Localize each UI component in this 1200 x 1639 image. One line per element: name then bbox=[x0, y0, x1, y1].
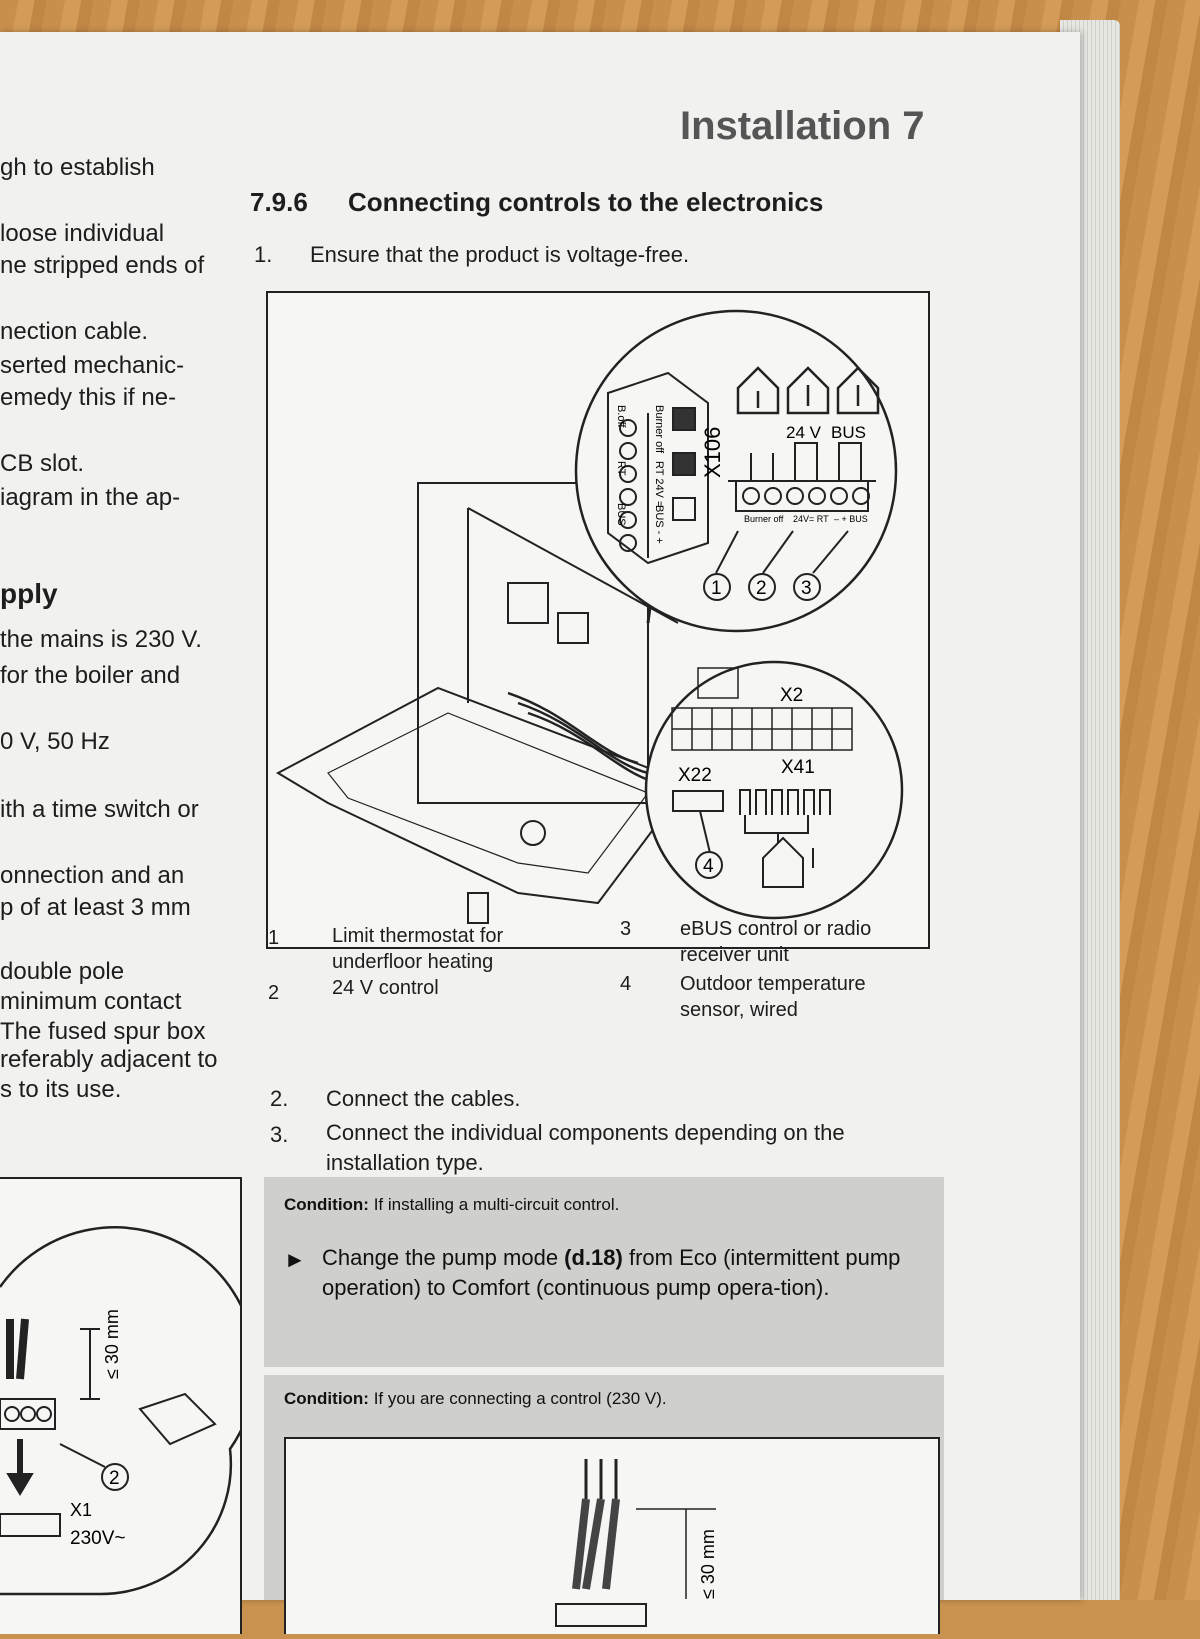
left-line: ith a time switch or bbox=[0, 796, 199, 823]
left-line: emedy this if ne- bbox=[0, 384, 177, 411]
condition-action: Change the pump mode (d.18) from Eco (in… bbox=[322, 1243, 922, 1303]
terminal-small-label: Burner off bbox=[744, 514, 784, 524]
section-title: Connecting controls to the electronics bbox=[348, 187, 824, 217]
left-line: 0 V, 50 Hz bbox=[0, 728, 110, 755]
condition-text: If installing a multi-circuit control. bbox=[368, 1195, 620, 1214]
left-line: s to its use. bbox=[0, 1076, 122, 1103]
dimension-label: ≤ 30 mm bbox=[102, 1309, 122, 1379]
action-text: Change the pump mode bbox=[322, 1245, 565, 1270]
voltage-label: 230V~ bbox=[70, 1528, 125, 1549]
legend-text: eBUS control or radio receiver unit bbox=[680, 918, 872, 966]
left-line: referably adjacent to bbox=[0, 1046, 218, 1073]
wiring-diagram: B.off RT BUS Burner off RT 24V = BUS - +… bbox=[275, 309, 904, 924]
left-line: gh to establish bbox=[0, 154, 155, 181]
label-24v: 24 V bbox=[786, 423, 822, 442]
callout-circle bbox=[793, 573, 821, 601]
manual-page: Installation 7 7.9.6 Connecting controls… bbox=[0, 32, 1080, 1634]
callout-circle bbox=[748, 573, 776, 601]
terminal-small-label: – + BUS bbox=[834, 514, 868, 524]
step-number: 2. bbox=[270, 1086, 289, 1111]
left-line: nection cable. bbox=[0, 318, 149, 345]
step-number: 1. bbox=[254, 242, 273, 267]
legend-text: Outdoor temperature sensor, wired bbox=[680, 973, 866, 1021]
legend-number: 3 bbox=[620, 918, 632, 940]
callout-circle bbox=[101, 1463, 129, 1491]
label-x41: X41 bbox=[781, 757, 815, 778]
left-line: minimum contact bbox=[0, 988, 182, 1015]
terminal-block bbox=[715, 442, 876, 574]
condition-label: Condition: bbox=[284, 1195, 369, 1214]
house-icons bbox=[736, 366, 880, 415]
section-number: 7.9.6 bbox=[250, 187, 308, 217]
step-text: Connect the individual components depend… bbox=[326, 1120, 845, 1175]
action-text: from Eco (intermittent pump operation) t… bbox=[322, 1245, 901, 1300]
left-line: for the boiler and bbox=[0, 662, 181, 689]
callout-1: 1 bbox=[711, 578, 722, 599]
cable-diagram: ≤ 30 mm bbox=[555, 1459, 718, 1627]
callout-3: 3 bbox=[801, 578, 812, 599]
label-x22: X22 bbox=[678, 765, 712, 786]
left-line: ne stripped ends of bbox=[0, 252, 205, 279]
left-line: double pole bbox=[0, 958, 125, 985]
legend-number: 1 bbox=[268, 927, 280, 949]
plug-label: RT bbox=[615, 461, 627, 476]
condition-label: Condition: bbox=[284, 1389, 369, 1408]
left-partial-figure: 2 ≤ 30 mm X1 230V~ bbox=[0, 1177, 257, 1634]
bullet-arrow-icon: ► bbox=[284, 1247, 306, 1272]
left-line: the mains is 230 V. bbox=[0, 626, 202, 653]
plug-label: BUS - + bbox=[653, 505, 665, 544]
plug-label: Burner off bbox=[653, 405, 665, 454]
x2-connector bbox=[671, 667, 853, 751]
terminal-id: X106 bbox=[700, 427, 725, 478]
legend-number: 2 bbox=[268, 982, 280, 1004]
plug-label: BUS bbox=[615, 503, 627, 526]
label-bus: BUS bbox=[831, 423, 866, 442]
left-line: serted mechanic- bbox=[0, 352, 185, 379]
legend-text: Limit thermostat for underfloor heating bbox=[332, 925, 504, 973]
control-230v-figure: ≤ 30 mm bbox=[284, 1437, 940, 1634]
step-number: 3. bbox=[270, 1122, 289, 1147]
action-code: (d.18) bbox=[564, 1245, 623, 1270]
plug-label: RT 24V = bbox=[653, 461, 665, 507]
left-line: CB slot. bbox=[0, 450, 85, 477]
box-body-shape bbox=[417, 482, 649, 804]
left-line: onnection and an bbox=[0, 862, 185, 889]
label-x2: X2 bbox=[780, 685, 803, 706]
callout-4: 4 bbox=[703, 856, 714, 877]
left-line: loose individual bbox=[0, 220, 165, 247]
left-heading: pply bbox=[0, 578, 58, 609]
dimension-label: ≤ 30 mm bbox=[698, 1529, 718, 1599]
condition-line: Condition: If installing a multi-circuit… bbox=[284, 1195, 619, 1215]
connector-label: X1 bbox=[70, 1500, 92, 1520]
condition-line: Condition: If you are connecting a contr… bbox=[284, 1389, 667, 1409]
callout-circle bbox=[695, 851, 723, 879]
left-line: p of at least 3 mm bbox=[0, 894, 191, 921]
plug-label: B.off bbox=[615, 405, 627, 428]
terminal-small-label: 24V= RT bbox=[793, 514, 829, 524]
callout-circle bbox=[703, 573, 731, 601]
step-text: Ensure that the product is voltage-free. bbox=[310, 242, 690, 267]
callout-2: 2 bbox=[756, 578, 767, 599]
step-text: Connect the cables. bbox=[326, 1086, 521, 1111]
x41-connector bbox=[672, 789, 831, 888]
box-lid-shape bbox=[275, 686, 690, 905]
wiring-diagram-figure: B.off RT BUS Burner off RT 24V = BUS - +… bbox=[266, 291, 930, 949]
condition-text: If you are connecting a control (230 V). bbox=[368, 1389, 667, 1408]
page-header: Installation 7 bbox=[680, 104, 925, 148]
left-line: iagram in the ap- bbox=[0, 484, 181, 511]
left-line: The fused spur box bbox=[0, 1018, 206, 1045]
legend-number: 4 bbox=[620, 973, 632, 995]
condition-box-multi-circuit: Condition: If installing a multi-circuit… bbox=[264, 1177, 944, 1367]
left-connection-diagram: 2 ≤ 30 mm X1 230V~ bbox=[0, 1226, 257, 1596]
callout-2: 2 bbox=[109, 1468, 120, 1489]
legend-text: 24 V control bbox=[332, 977, 439, 999]
